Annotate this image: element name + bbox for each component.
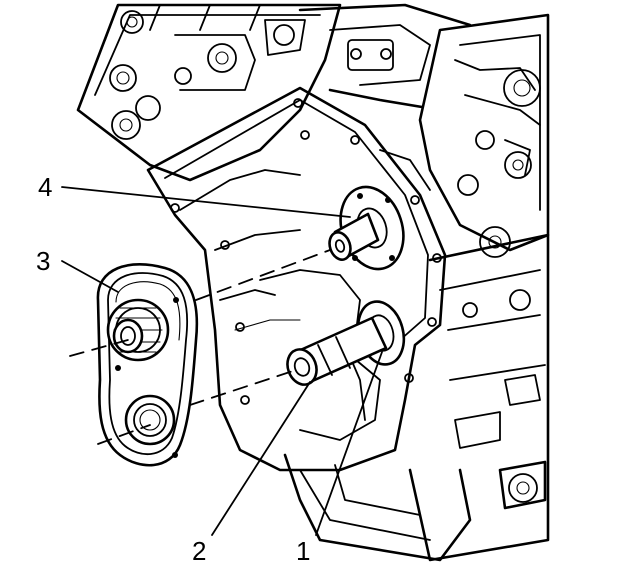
callout-3: 3 <box>36 246 50 276</box>
callout-2: 2 <box>192 536 206 566</box>
part-2-bushing <box>286 316 388 386</box>
engine-block <box>76 3 550 562</box>
part-3-cover <box>96 263 199 467</box>
callout-4: 4 <box>38 172 52 202</box>
callout-1: 1 <box>296 536 310 566</box>
leader-lines <box>61 186 383 536</box>
alignment-lines <box>69 249 331 445</box>
part-4-hub <box>328 185 405 271</box>
